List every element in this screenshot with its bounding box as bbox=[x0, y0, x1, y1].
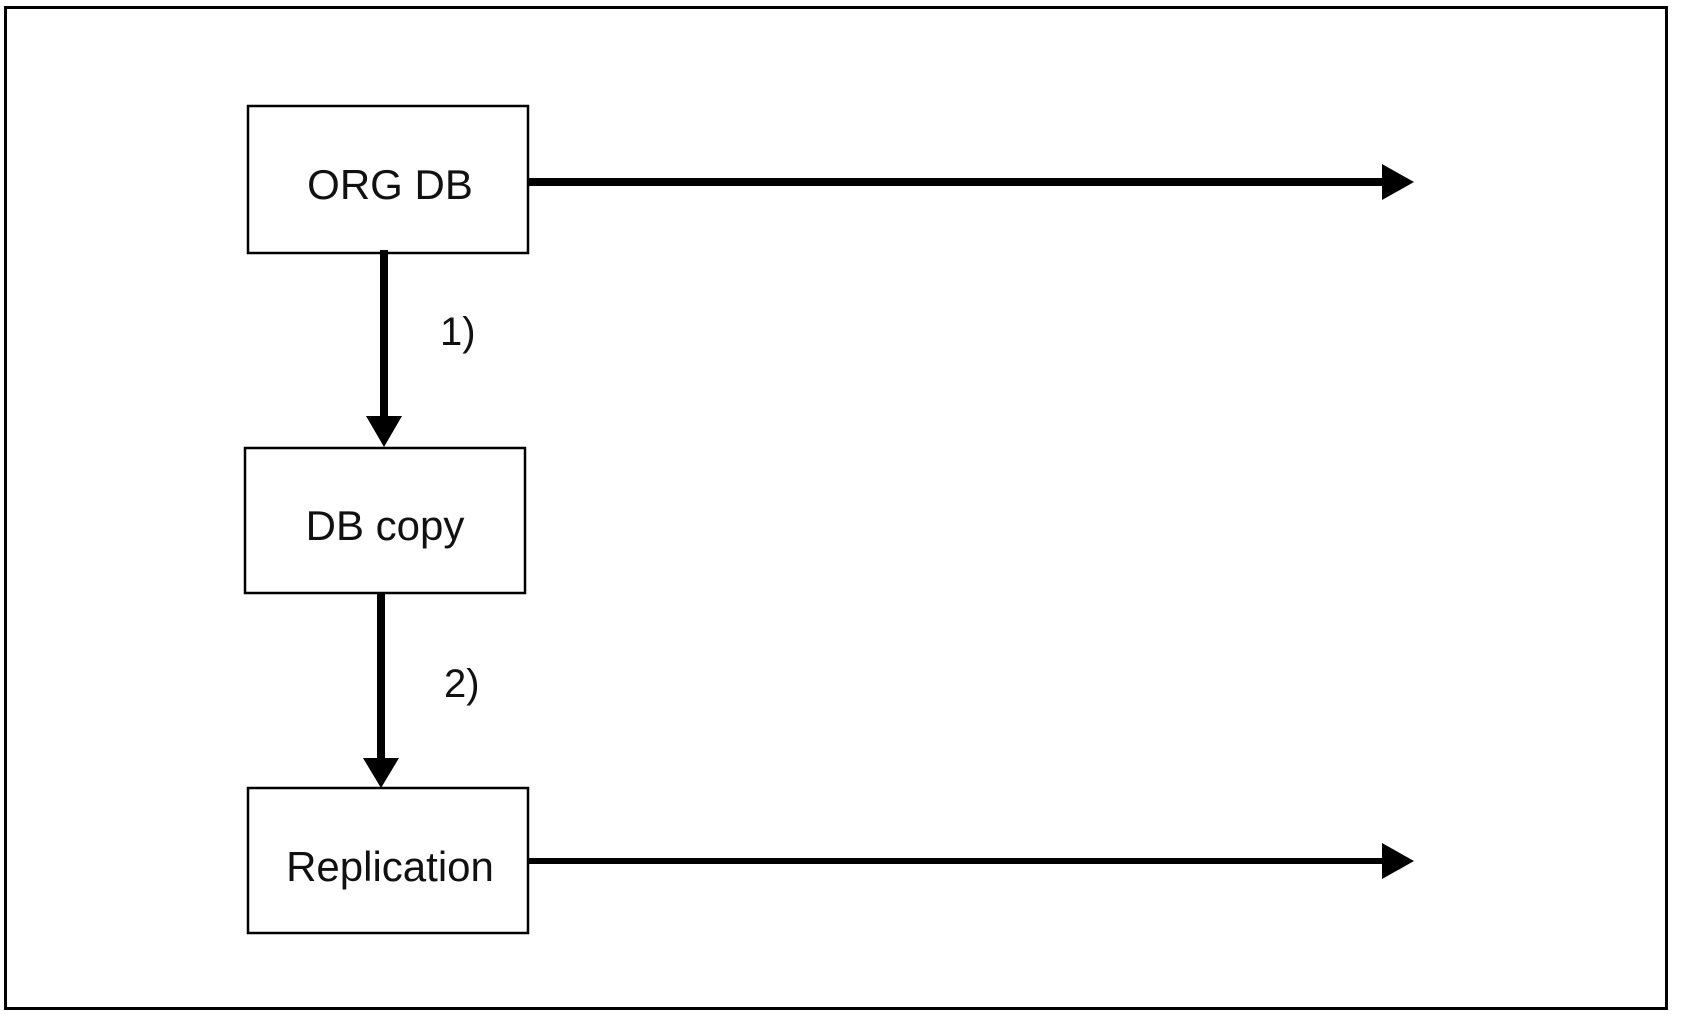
node-db-copy: DB copy bbox=[243, 446, 527, 595]
node-org-db: ORG DB bbox=[246, 104, 530, 255]
node-db-copy-label: DB copy bbox=[306, 502, 465, 549]
node-replication: Replication bbox=[246, 786, 530, 935]
edge-label-step-1: 1) bbox=[440, 310, 476, 354]
arrow-org-db-outgoing bbox=[528, 164, 1414, 200]
arrow-db-copy-to-replication bbox=[363, 592, 399, 788]
arrow-replication-outgoing bbox=[528, 843, 1414, 879]
node-replication-label: Replication bbox=[286, 843, 494, 890]
arrow-org-db-to-db-copy bbox=[366, 250, 402, 447]
edge-label-step-2: 2) bbox=[444, 662, 480, 706]
node-org-db-label: ORG DB bbox=[307, 161, 473, 208]
